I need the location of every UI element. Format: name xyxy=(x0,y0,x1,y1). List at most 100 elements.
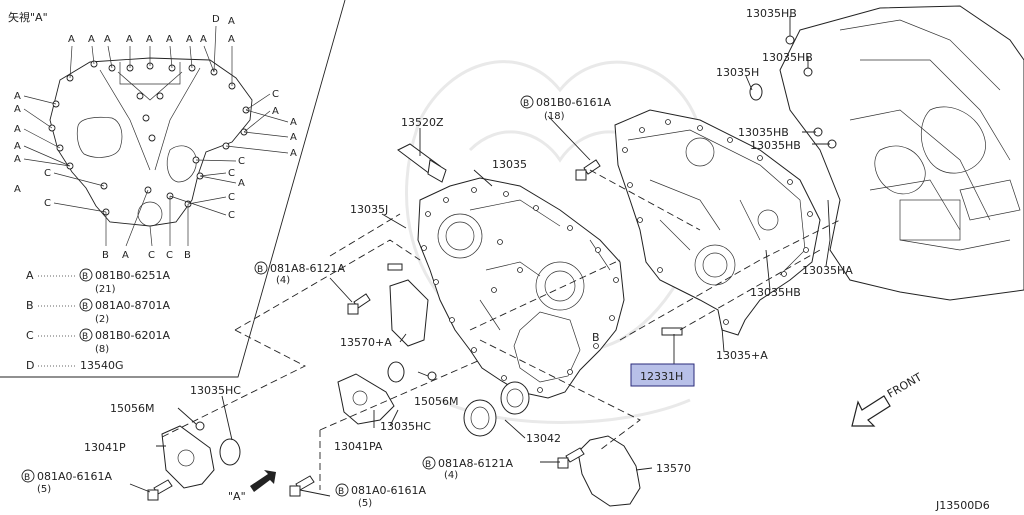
legend-key: D xyxy=(26,359,34,372)
callout-part: 081A0-6161A xyxy=(351,484,426,497)
view-a-title: 矢視"A" xyxy=(8,10,48,24)
cover-13041p xyxy=(161,425,215,489)
callout-13035hb[interactable]: 13035HB xyxy=(738,126,789,139)
view-letter: A xyxy=(166,34,173,45)
engine-block xyxy=(779,5,1024,301)
callout-13570-plus-a[interactable]: 13570+A xyxy=(340,336,392,349)
callout-13570[interactable]: 13570 xyxy=(656,462,691,475)
view-letter: C xyxy=(166,250,173,261)
bolt-symbol: B xyxy=(523,99,529,109)
view-letter: A xyxy=(14,124,21,135)
callout-13035hb[interactable]: 13035HB xyxy=(750,139,801,152)
callout-081a0-6161a-left[interactable]: B 081A0-6161A (5) xyxy=(21,469,112,495)
bolt-symbol: B xyxy=(425,460,431,470)
callout-qty: (18) xyxy=(544,111,565,122)
callout-081a8-6121a-bottom[interactable]: B 081A8-6121A (4) xyxy=(422,456,513,481)
view-a-arrow: "A" xyxy=(228,470,276,503)
callout-part: 081A0-6161A xyxy=(37,470,112,483)
view-letter: C xyxy=(228,192,235,203)
cover-13570plus-a xyxy=(389,279,429,347)
callout-13035hb[interactable]: 13035HB xyxy=(746,7,797,20)
alignment-lines xyxy=(159,169,841,490)
gasket-13570 xyxy=(577,435,641,507)
bolt-symbol: B xyxy=(24,473,30,483)
view-a-inset: 矢視"A" A A A A A A A A xyxy=(0,0,346,378)
callout-13035ha[interactable]: 13035HA xyxy=(802,264,853,277)
view-letter: A xyxy=(290,132,297,143)
legend-part: 13540G xyxy=(80,359,124,372)
view-letter: B xyxy=(102,250,109,261)
callout-13035hc[interactable]: 13035HC xyxy=(380,420,431,433)
callout-13041pa[interactable]: 13041PA xyxy=(334,440,383,453)
legend-row-a: A B 081B0-6251A (21) xyxy=(26,268,171,295)
view-letter: A xyxy=(88,34,95,45)
view-letter: D xyxy=(212,14,220,25)
callout-15056m[interactable]: 15056M xyxy=(110,402,154,415)
callout-qty: (5) xyxy=(37,484,51,495)
callout-13035hb[interactable]: 13035HB xyxy=(762,51,813,64)
bolt-symbol: B xyxy=(257,265,263,275)
view-letter: C xyxy=(44,168,51,179)
highlight-box[interactable] xyxy=(630,363,695,387)
callout-13035hc[interactable]: 13035HC xyxy=(190,384,241,397)
view-letter: A xyxy=(290,148,297,159)
view-left-letters: A A A A A C C xyxy=(14,91,51,209)
callout-13041p[interactable]: 13041P xyxy=(84,441,126,454)
view-letter: C xyxy=(272,89,279,100)
callout-13035j[interactable]: 13035J xyxy=(350,203,388,216)
callout-15056m[interactable]: 15056M xyxy=(414,395,458,408)
bolt-symbol: B xyxy=(82,332,88,342)
callout-081a8-6121a[interactable]: B 081A8-6121A (4) xyxy=(254,261,345,286)
callout-13035hb[interactable]: 13035HB xyxy=(750,286,801,299)
legend-key: A xyxy=(26,269,34,282)
bolt-legend: A B 081B0-6251A (21) B B 081A0-8701A (2)… xyxy=(26,268,171,372)
callout-qty: (4) xyxy=(276,275,290,286)
oil-seal-13042 xyxy=(463,381,530,437)
legend-part: 081B0-6201A xyxy=(95,329,171,342)
cover-13041pa xyxy=(337,373,395,425)
legend-key: B xyxy=(26,299,34,312)
view-letter: C xyxy=(44,198,51,209)
view-letter: A xyxy=(200,34,207,45)
view-letter: A xyxy=(228,16,235,27)
sensor-13520z xyxy=(397,143,447,183)
bolt-symbol: B xyxy=(338,487,344,497)
view-letter: A xyxy=(186,34,193,45)
front-timing-cover xyxy=(417,177,625,399)
view-bottom-letters: B A C C B xyxy=(102,250,191,261)
view-letter: A xyxy=(272,106,279,117)
callout-part: 081A8-6121A xyxy=(270,262,345,275)
view-letter: A xyxy=(290,117,297,128)
view-letter: A xyxy=(14,154,21,165)
callout-qty: (5) xyxy=(358,498,372,509)
callout-13520z[interactable]: 13520Z xyxy=(401,116,444,129)
callout-081a0-6161a-bottom[interactable]: B 081A0-6161A (5) xyxy=(335,483,426,509)
view-letter: A xyxy=(14,91,21,102)
callout-part: 081B0-6161A xyxy=(536,96,612,109)
callout-13035h[interactable]: 13035H xyxy=(716,66,759,79)
part-12331h[interactable]: 12331H xyxy=(640,370,683,383)
view-top-letters: A A A A A A A A A D A xyxy=(68,14,235,45)
view-letter: A xyxy=(146,34,153,45)
leader-lines xyxy=(129,16,831,497)
diagram-id: J13500D6 xyxy=(935,499,990,511)
view-letter: A xyxy=(238,178,245,189)
bolt-symbol: B xyxy=(82,272,88,282)
callout-13035-plus-a[interactable]: 13035+A xyxy=(716,349,768,362)
callout-13042[interactable]: 13042 xyxy=(526,432,561,445)
callout-13035[interactable]: 13035 xyxy=(492,158,527,171)
callout-part: 081A8-6121A xyxy=(438,457,513,470)
front-label: FRONT xyxy=(885,370,924,400)
legend-qty: (21) xyxy=(95,284,116,295)
highlight-12331h[interactable]: 12331H xyxy=(630,363,695,387)
legend-row-d: D 13540G xyxy=(26,359,124,372)
view-letter: A xyxy=(126,34,133,45)
view-letter: A xyxy=(104,34,111,45)
callout-qty: (4) xyxy=(444,470,458,481)
bolts xyxy=(147,159,683,501)
callout-081b0-6161a[interactable]: B 081B0-6161A (18) xyxy=(520,95,612,122)
view-letter: C xyxy=(228,210,235,221)
letter-b-marker: B xyxy=(592,331,600,344)
